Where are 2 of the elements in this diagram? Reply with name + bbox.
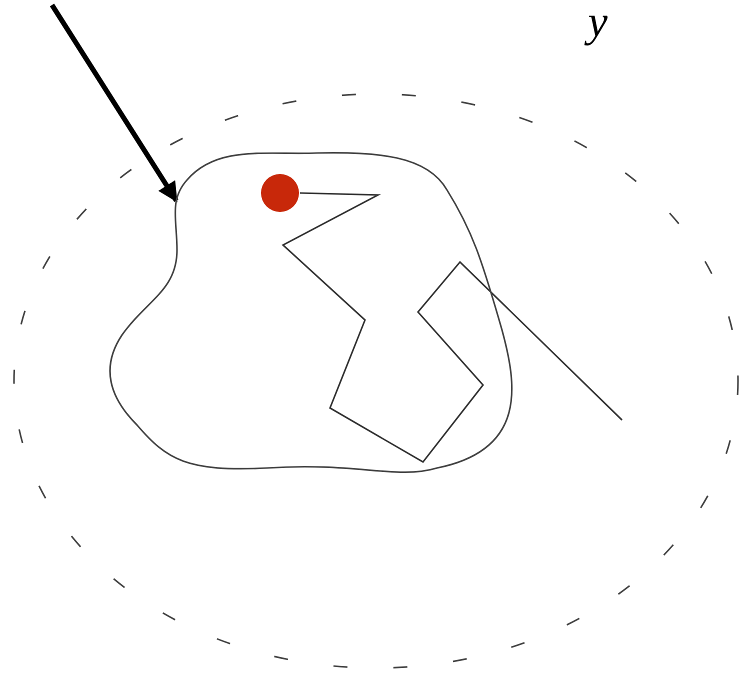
pointer-arrow — [50, 4, 178, 202]
zigzag-path-line — [282, 192, 623, 464]
